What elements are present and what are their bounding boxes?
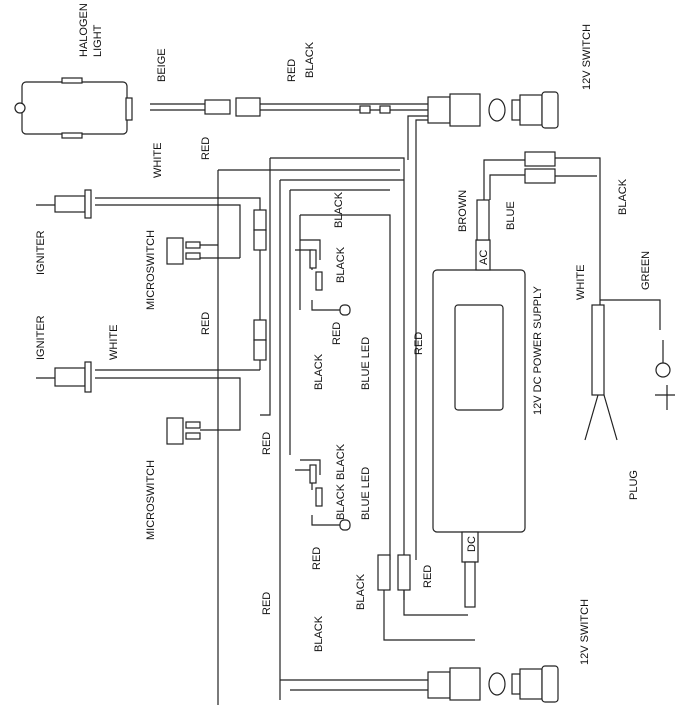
igniter-2 [36,361,92,393]
inline-connectors [253,209,411,591]
label-black-5: BLACK [335,483,347,520]
label-black-6: BLACK [355,573,367,610]
label-microswitch-2: MICROSWITCH [145,460,157,540]
label-blue-led-1: BLUE LED [360,337,372,390]
label-black-1: BLACK [333,191,345,228]
label-green: GREEN [640,251,652,290]
microswitch-1 [166,237,201,265]
label-ac: AC [478,250,490,265]
dc-wiring [383,590,475,641]
label-blue-led-2: BLUE LED [360,467,372,520]
label-switch-top: 12V SWITCH [581,24,593,90]
label-light: LIGHT [92,24,104,57]
label-red-led-2: RED [311,547,323,570]
label-white-1: WHITE [152,143,164,178]
switch-top [488,91,559,129]
halogen-light [14,77,133,139]
label-igniter-1: IGNITER [35,230,47,275]
label-red-1: RED [200,137,212,160]
label-red-3: RED [261,432,273,455]
label-red-4: RED [261,592,273,615]
labels: HALOGEN LIGHT BEIGE RED BLACK 12V SWITCH… [35,3,652,665]
label-white-2: WHITE [108,325,120,360]
label-red-led-1: RED [331,322,343,345]
label-power-supply: 12V DC POWER SUPPLY [532,286,544,415]
label-black-ac: BLACK [617,178,629,215]
label-blue: BLUE [505,201,517,230]
igniter-1 [36,189,92,219]
label-black-7: BLACK [313,615,325,652]
label-switch-bottom: 12V SWITCH [579,599,591,665]
label-plug: PLUG [628,470,640,500]
label-red-dc: RED [422,565,434,588]
label-black-3: BLACK [313,353,325,390]
top-harness [150,93,481,560]
label-halogen: HALOGEN [78,3,90,57]
switch-bottom [427,665,559,703]
label-red-2: RED [200,312,212,335]
label-black-top: BLACK [304,41,316,78]
label-microswitch-1: MICROSWITCH [145,230,157,310]
label-red-top: RED [286,59,298,82]
label-brown: BROWN [457,190,469,232]
microswitch-2 [166,417,201,445]
label-dc: DC [466,536,478,552]
label-igniter-2: IGNITER [35,315,47,360]
power-supply [432,151,675,608]
label-beige: BEIGE [156,48,168,82]
label-black-4: BLACK [335,443,347,480]
label-white-ac: WHITE [575,265,587,300]
label-red-right: RED [413,332,425,355]
label-black-2: BLACK [335,246,347,283]
